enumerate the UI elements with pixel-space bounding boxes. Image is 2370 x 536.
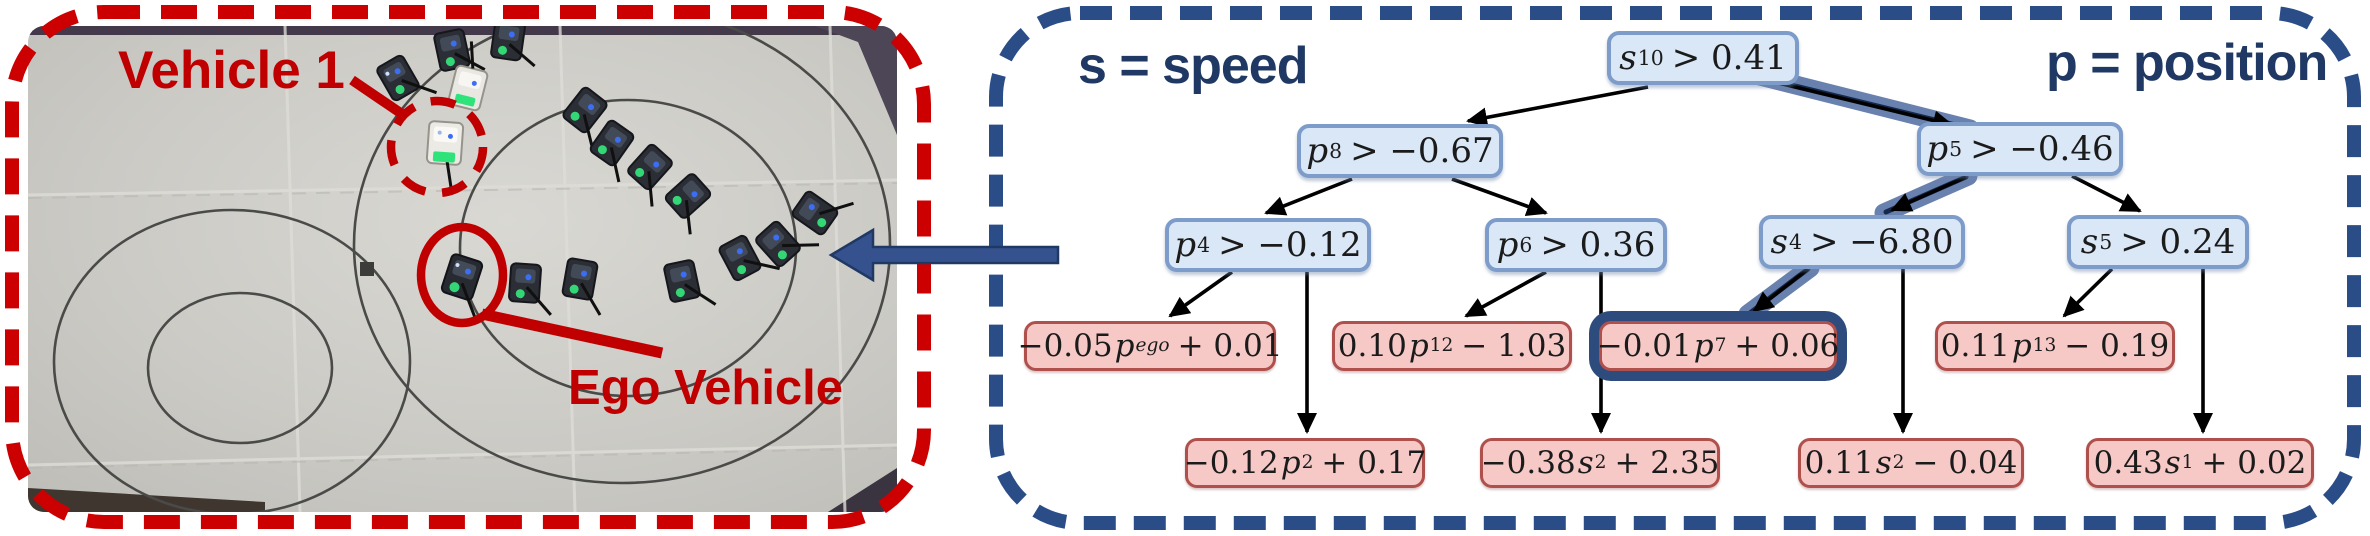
legend-position: p = position (2046, 34, 2328, 92)
robot-marker (627, 143, 673, 207)
edge-s10-p5-arrow (1761, 77, 1954, 131)
tree-to-photo-arrow (828, 227, 1060, 283)
edge-s5-u4 (2062, 267, 2114, 318)
leaf-coef: 0.11 (1804, 445, 1874, 481)
leaf-coef: −0.38 (1480, 445, 1576, 481)
leaf-offset: − 0.04 (1912, 445, 2018, 481)
robot-marker (561, 257, 602, 316)
edge-p6-u2 (1464, 270, 1547, 318)
leaf-coef: −0.05 (1017, 328, 1113, 364)
legend-speed: s = speed (1078, 37, 1308, 95)
node-var: p (1496, 225, 1519, 265)
node-var: s (2080, 222, 2099, 262)
robot-marker (791, 190, 854, 236)
vehicle1-label: Vehicle 1 (118, 41, 345, 100)
node-var: p (1926, 129, 1949, 169)
edge-s4-u3-arrow (1752, 267, 1810, 313)
highlighted-path (1738, 66, 1980, 324)
vehicle1-robot-ghost (447, 41, 489, 112)
node-cond: > −0.67 (1350, 131, 1494, 171)
track-marker (360, 262, 374, 276)
track-photo (28, 26, 897, 512)
photo-panel-border (5, 5, 931, 529)
node-var: p (1306, 131, 1329, 171)
leaf-offset: + 2.35 (1614, 445, 1720, 481)
leaf-coef: 0.43 (2093, 445, 2163, 481)
leaf-offset: + 0.01 (1177, 328, 1283, 364)
node-var: p (1174, 225, 1197, 265)
robot-marker (562, 86, 608, 150)
node-cond: > −6.80 (1809, 222, 1954, 262)
node-cond: > −0.46 (1970, 129, 2114, 169)
leaf-var: s (1875, 445, 1892, 481)
robot-marker (663, 259, 717, 306)
robot-marker (755, 220, 820, 268)
leaf-var: p (1114, 328, 1135, 364)
leaf-offset: − 0.19 (2064, 328, 2170, 364)
leaf-var: p (1693, 328, 1714, 364)
vehicle1-leader-line (349, 75, 405, 119)
node-cond: > 0.36 (1540, 225, 1656, 265)
ego-vehicle-robot (440, 253, 484, 320)
edge-p8-p4 (1264, 177, 1353, 216)
edge-p5-s4-arrow (1890, 175, 1967, 212)
leaf-coef: 0.10 (1337, 328, 1407, 364)
robot-marker (376, 54, 438, 102)
leaf-offset: + 0.02 (2201, 445, 2307, 481)
robot-marker (718, 234, 780, 282)
node-cond: > −0.12 (1218, 225, 1362, 265)
node-var: s (1770, 222, 1788, 262)
node-cond: > 0.41 (1671, 38, 1787, 78)
robot-marker (589, 119, 635, 183)
robot-marker (664, 173, 712, 235)
node-var: s (1619, 38, 1637, 78)
leaf-coef: −0.12 (1183, 445, 1279, 481)
ego-vehicle-label: Ego Vehicle (568, 361, 844, 415)
edge-s10-p8 (1466, 85, 1649, 128)
node-cond: > 0.24 (2120, 222, 2236, 262)
ego-leader-line (480, 308, 664, 359)
leaf-coef: −0.01 (1596, 328, 1692, 364)
leaf-var: s (2164, 445, 2181, 481)
vehicle1-dashed-circle (386, 96, 488, 198)
edge-p8-p6 (1451, 177, 1548, 216)
leaf-offset: + 0.17 (1321, 445, 1427, 481)
leaf-var: p (1408, 328, 1429, 364)
photo-annotations (349, 75, 664, 359)
vehicle1-robot (425, 120, 465, 192)
robot-marker (508, 262, 552, 316)
edge-p5-s5 (2071, 174, 2142, 213)
edge-p4-u1 (1168, 270, 1234, 318)
robot-trail (376, 26, 854, 320)
robot-marker (490, 26, 536, 68)
leaf-coef: 0.11 (1940, 328, 2010, 364)
leaf-var: s (1577, 445, 1594, 481)
leaf-offset: − 1.03 (1461, 328, 1567, 364)
leaf-var: p (2011, 328, 2032, 364)
ego-solid-circle (416, 222, 508, 328)
leaf-offset: + 0.06 (1734, 328, 1840, 364)
leaf-var: p (1280, 445, 1301, 481)
tree-edges (1168, 77, 2213, 434)
